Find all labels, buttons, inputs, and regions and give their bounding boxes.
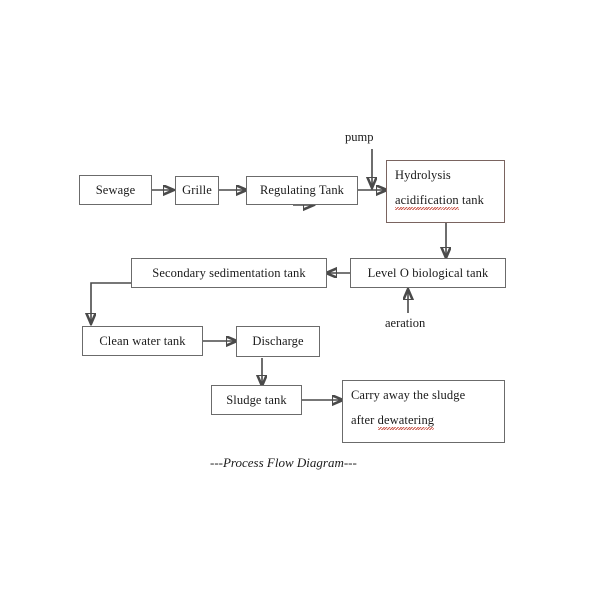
node-regulating-tank[interactable]: Regulating Tank: [246, 176, 358, 205]
node-grille[interactable]: Grille: [175, 176, 219, 205]
node-clean-water-tank-label: Clean water tank: [99, 333, 186, 348]
node-clean-water-tank[interactable]: Clean water tank: [82, 326, 203, 356]
node-carry-away-sludge[interactable]: Carry away the sludge after dewatering: [342, 380, 505, 443]
node-grille-label: Grille: [182, 183, 212, 198]
node-regulating-tank-label: Regulating Tank: [259, 183, 345, 198]
node-hydrolysis-line-1: Hydrolysis: [395, 168, 451, 182]
node-sludge-tank-label: Sludge tank: [226, 392, 287, 407]
node-sludge-tank[interactable]: Sludge tank: [211, 385, 302, 415]
misspelling-dewatering: dewatering: [377, 413, 435, 431]
node-sewage[interactable]: Sewage: [79, 175, 152, 205]
label-pump: pump: [345, 130, 374, 144]
misspelling-acidification: acidification: [395, 193, 459, 211]
node-hydrolysis-acidification-tank[interactable]: Hydrolysis acidification tank: [386, 160, 505, 223]
node-secondary-sedimentation-tank[interactable]: Secondary sedimentation tank: [131, 258, 327, 288]
diagram-caption: ---Process Flow Diagram---: [210, 455, 357, 470]
node-hydrolysis-line-2-tail: tank: [458, 193, 484, 208]
label-aeration: aeration: [385, 316, 426, 330]
node-carry-away-line-2-head: after: [351, 413, 378, 428]
node-secondary-sedimentation-label: Secondary sedimentation tank: [152, 265, 306, 280]
node-carry-away-line-1: Carry away the sludge: [351, 388, 466, 402]
node-level-o-biological-tank[interactable]: Level O biological tank: [350, 258, 506, 288]
node-discharge-label: Discharge: [252, 334, 304, 349]
node-level-o-label: Level O biological tank: [367, 265, 489, 280]
node-sewage-label: Sewage: [95, 182, 136, 197]
node-carry-away-line-2: after dewatering: [351, 413, 496, 431]
node-discharge[interactable]: Discharge: [236, 326, 320, 357]
connector-secondary-sedimentation-to-clean-water-tank: [91, 282, 131, 323]
node-hydrolysis-line-2: acidification tank: [395, 193, 496, 211]
